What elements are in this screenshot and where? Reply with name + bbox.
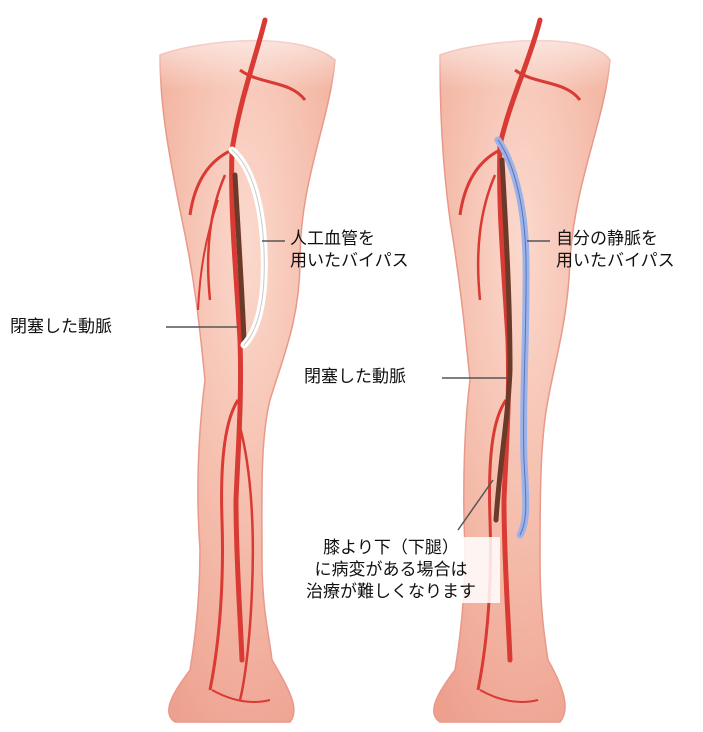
label-occluded-artery-right: 閉塞した動脈 (304, 366, 406, 388)
label-line: 自分の静脈を (556, 228, 675, 250)
label-vein-graft: 自分の静脈を 用いたバイパス (556, 228, 675, 272)
label-below-knee: 膝より下（下腿） に病変がある場合は 治療が難しくなります (282, 537, 500, 603)
label-line: に病変がある場合は (282, 559, 500, 581)
label-line: 用いたバイパス (556, 250, 675, 272)
label-line: 閉塞した動脈 (10, 317, 112, 337)
label-line: 人工血管を (290, 228, 409, 250)
label-line: 用いたバイパス (290, 250, 409, 272)
label-line: 閉塞した動脈 (304, 367, 406, 387)
label-occluded-artery-left: 閉塞した動脈 (10, 316, 112, 338)
label-line: 治療が難しくなります (282, 581, 500, 603)
left-leg (140, 0, 360, 722)
label-artificial-graft: 人工血管を 用いたバイパス (290, 228, 409, 272)
right-leg (420, 0, 640, 722)
label-line: 膝より下（下腿） (282, 537, 500, 559)
